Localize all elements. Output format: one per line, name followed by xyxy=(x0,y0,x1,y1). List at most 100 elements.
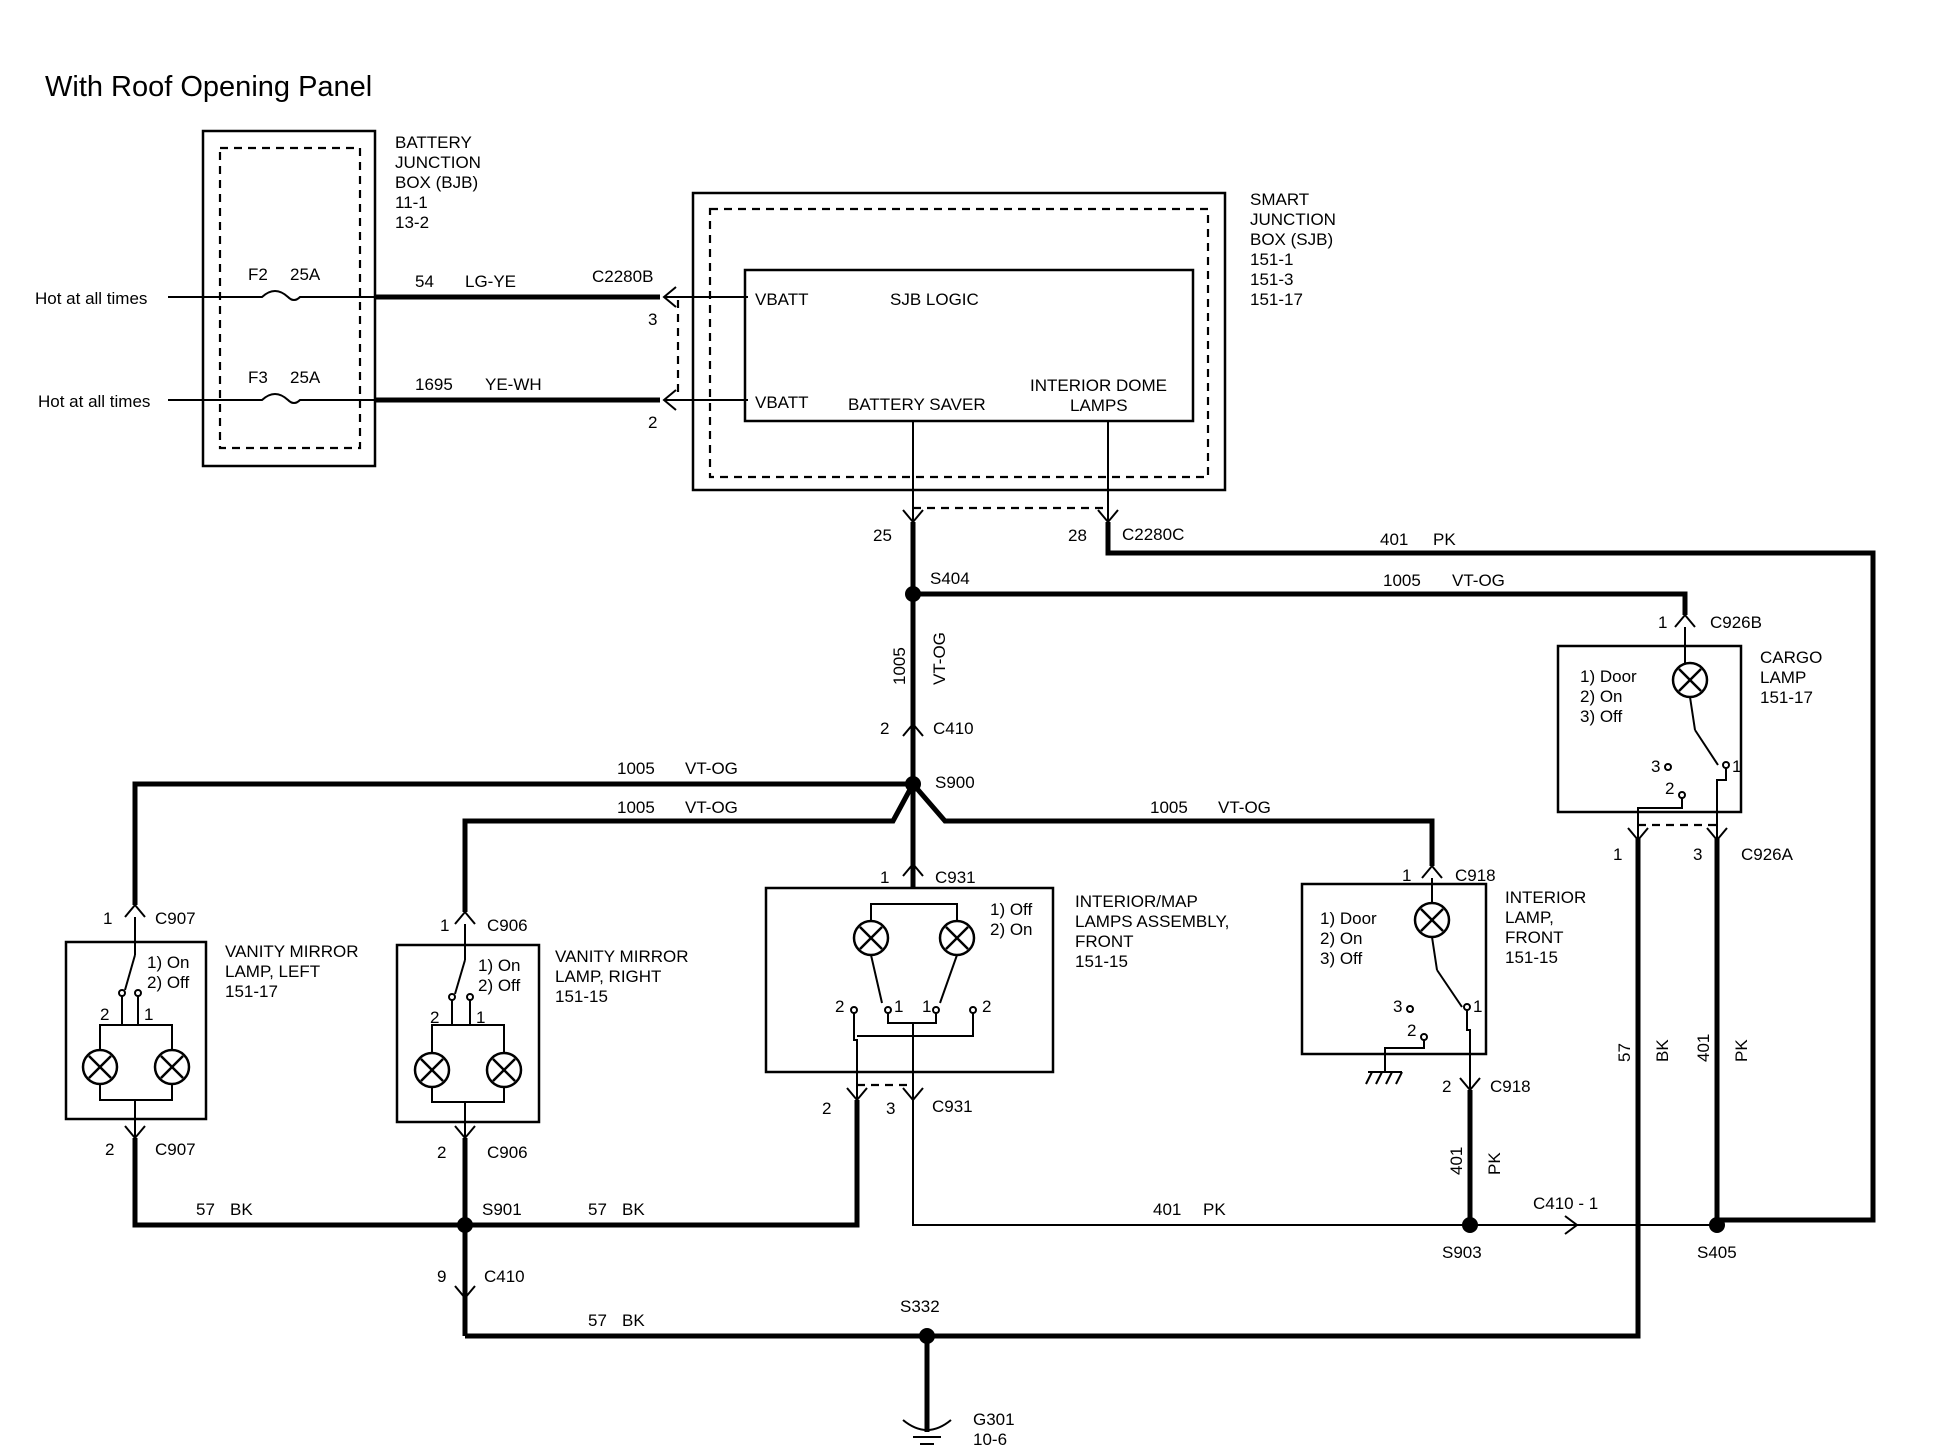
c926a-1-icon xyxy=(1627,827,1649,842)
cargo-bulb-icon xyxy=(1671,661,1709,699)
c907-top-icon xyxy=(124,903,146,918)
c907-bot-pin: 2 xyxy=(105,1140,114,1159)
c926a-3-icon xyxy=(1706,827,1728,842)
vmr-bulb-2-icon xyxy=(485,1051,523,1089)
c2280c-label: C2280C xyxy=(1122,525,1184,544)
c906-top-icon xyxy=(454,910,476,925)
sjb-label-2: JUNCTION xyxy=(1250,210,1336,229)
wire-57-bottom-circuit: 57 xyxy=(588,1311,607,1330)
wire-57-right-circuit: 57 xyxy=(1615,1043,1634,1062)
wire-57-left xyxy=(132,1138,465,1228)
wire-1005-left1-color: VT-OG xyxy=(685,759,738,778)
map-pin-1b: 1 xyxy=(922,997,931,1016)
intfront-mode-2: 2) On xyxy=(1320,929,1363,948)
map-bulb-left-icon xyxy=(852,919,890,957)
c410-top-label: C410 xyxy=(933,719,974,738)
splice-s405-label: S405 xyxy=(1697,1243,1737,1262)
c931-bot-3-icon xyxy=(902,1087,924,1102)
wire-57-mid-circuit: 57 xyxy=(588,1200,607,1219)
cargo-label-2: LAMP xyxy=(1760,668,1806,687)
c2280b-label: C2280B xyxy=(592,267,653,286)
intfront-label-4: 151-15 xyxy=(1505,948,1558,967)
vml-mode-1: 1) On xyxy=(147,953,190,972)
cargo-lamp: 1 C926B 1) Door 2) On 3) Off 3 2 1 1 3 C… xyxy=(1556,613,1822,864)
c906-bot-icon xyxy=(454,1125,476,1140)
splice-s900 xyxy=(905,776,921,792)
c931-bot-pin-2: 2 xyxy=(822,1099,831,1118)
splice-s332 xyxy=(919,1328,935,1344)
c410-top-icon xyxy=(902,722,924,737)
battery-junction-box: BATTERY JUNCTION BOX (BJB) 11-1 13-2 F2 … xyxy=(201,129,481,468)
sjb-dome-2: LAMPS xyxy=(1070,396,1128,415)
vml-pin-1: 1 xyxy=(144,1005,153,1024)
wire-57-bottom-color: BK xyxy=(622,1311,645,1330)
cargo-label-1: CARGO xyxy=(1760,648,1822,667)
wire-401-top-circuit: 401 xyxy=(1380,530,1408,549)
map-label-4: 151-15 xyxy=(1075,952,1128,971)
intfront-label-3: FRONT xyxy=(1505,928,1564,947)
intfront-pin-3: 3 xyxy=(1393,997,1402,1016)
wire-401-bottom-color: PK xyxy=(1203,1200,1226,1219)
c410-bottom-icon xyxy=(454,1285,476,1300)
ground-name: G301 xyxy=(973,1410,1015,1429)
c918-bot-icon xyxy=(1459,1077,1481,1092)
wire-57-right-color: BK xyxy=(1653,1039,1672,1062)
splice-s901 xyxy=(457,1217,473,1233)
splice-s901-label: S901 xyxy=(482,1200,522,1219)
interior-lamp-front: 1 C918 1) Door 2) On 3) Off 3 2 1 2 C918… xyxy=(1300,864,1586,1096)
c906-bot-label: C906 xyxy=(487,1143,528,1162)
hot-label-1: Hot at all times xyxy=(35,289,147,308)
c918-top-label: C918 xyxy=(1455,866,1496,885)
c410-arrow-label: C410 - 1 xyxy=(1533,1194,1598,1213)
c926a-pin-3: 3 xyxy=(1693,845,1702,864)
wire-1005-left2 xyxy=(462,782,916,912)
wire-1695-circuit: 1695 xyxy=(415,375,453,394)
wire-57-mid xyxy=(465,1100,860,1228)
intfront-mode-1: 1) Door xyxy=(1320,909,1377,928)
splice-s404-label: S404 xyxy=(930,569,970,588)
map-pin-1a: 1 xyxy=(894,997,903,1016)
cargo-mode-1: 1) Door xyxy=(1580,667,1637,686)
wire-1695-color: YE-WH xyxy=(485,375,542,394)
vml-bulb-1-icon xyxy=(81,1048,119,1086)
cargo-pin-3: 3 xyxy=(1651,757,1660,776)
c410-bottom-label: C410 xyxy=(484,1267,525,1286)
splice-s900-label: S900 xyxy=(935,773,975,792)
wire-54-circuit: 54 xyxy=(415,272,434,291)
chassis-ground-icon xyxy=(1365,1071,1403,1085)
splice-s903 xyxy=(1462,1217,1478,1233)
fuse-f3-name: F3 xyxy=(248,368,268,387)
vanity-mirror-lamp-left: 1 C907 2 1 1) On 2) Off 2 C907 VANITY MI… xyxy=(64,903,359,1159)
sjb-label-3: BOX (SJB) xyxy=(1250,230,1333,249)
sjb-battery-saver: BATTERY SAVER xyxy=(848,395,986,414)
cargo-pin-1: 1 xyxy=(1732,757,1741,776)
intfront-bulb-icon xyxy=(1413,901,1451,939)
bjb-label-3: BOX (BJB) xyxy=(395,173,478,192)
fuse-f3-icon xyxy=(168,393,375,404)
interior-map-lamps-assembly: 1 C931 2 1 1 2 2 3 C931 1) Off 2) On INT… xyxy=(764,862,1229,1118)
ground-ref: 10-6 xyxy=(973,1430,1007,1449)
sjb-dome-1: INTERIOR DOME xyxy=(1030,376,1167,395)
c931-bot-label: C931 xyxy=(932,1097,973,1116)
c918-top-pin: 1 xyxy=(1402,866,1411,885)
map-label-2: LAMPS ASSEMBLY, xyxy=(1075,912,1229,931)
sjb-label-1: SMART xyxy=(1250,190,1309,209)
map-pin-2b: 2 xyxy=(982,997,991,1016)
wire-401-top-color: PK xyxy=(1433,530,1456,549)
c410-top-pin: 2 xyxy=(880,719,889,738)
map-mode-1: 1) Off xyxy=(990,900,1032,919)
sjb-label-5: 151-3 xyxy=(1250,270,1293,289)
vml-mode-2: 2) Off xyxy=(147,973,189,992)
c2280c-pin-25: 25 xyxy=(873,526,892,545)
wire-401-right-color: PK xyxy=(1732,1039,1751,1062)
c907-bot-icon xyxy=(124,1125,146,1140)
vml-label-1: VANITY MIRROR xyxy=(225,942,359,961)
intfront-label-1: INTERIOR xyxy=(1505,888,1586,907)
vanity-mirror-lamp-right: 1 C906 2 1 1) On 2) Off 2 C906 VANITY MI… xyxy=(395,910,689,1162)
c931-top-pin: 1 xyxy=(880,868,889,887)
wire-401-bottom-circuit: 401 xyxy=(1153,1200,1181,1219)
vmr-mode-1: 1) On xyxy=(478,956,521,975)
ground-icon xyxy=(902,1419,952,1445)
cargo-label-3: 151-17 xyxy=(1760,688,1813,707)
splice-s405 xyxy=(1709,1217,1725,1233)
